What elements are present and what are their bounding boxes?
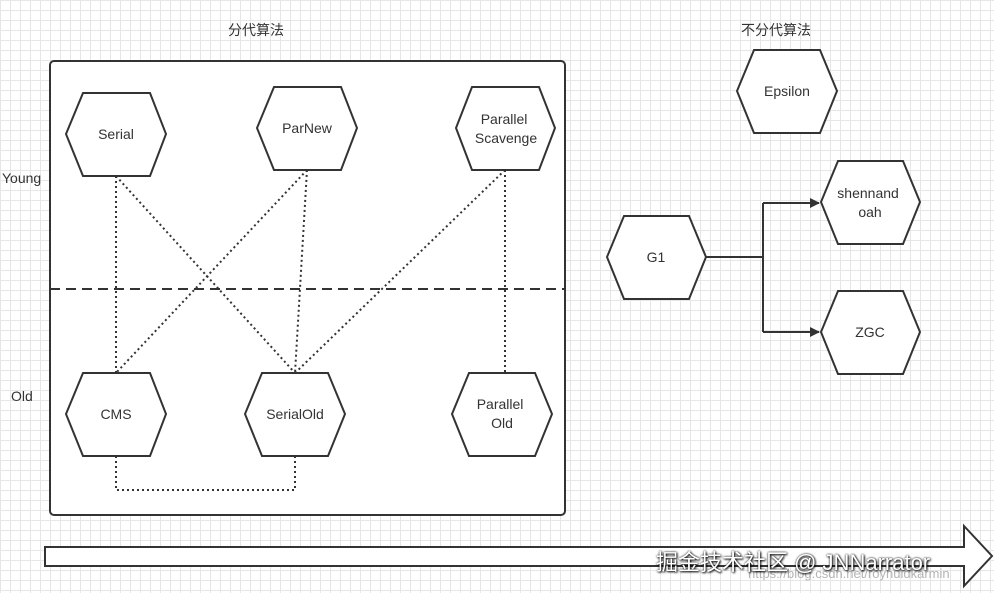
- watermark-subtext: https://blog.csdn.net/royhuidkarmin: [748, 566, 950, 581]
- parallel-scavenge-label-line1: Parallel: [481, 111, 528, 127]
- svg-text:CMS: CMS: [100, 406, 131, 422]
- link-serial-serialold: [115, 175, 296, 374]
- svg-text:G1: G1: [647, 249, 666, 265]
- svg-text:Serial: Serial: [98, 126, 134, 142]
- cms-label: CMS: [100, 406, 131, 422]
- link-parnew-cms: [115, 169, 308, 374]
- svg-text:Epsilon: Epsilon: [764, 83, 810, 99]
- epsilon-node: [735, 49, 839, 134]
- zgc-node: [819, 290, 922, 375]
- serial-old-label: SerialOld: [266, 406, 324, 422]
- link-cms-serialold-fallback: [115, 456, 296, 491]
- link-parnew-serialold: [294, 169, 308, 374]
- svg-text:ParNew: ParNew: [282, 120, 333, 136]
- parallel-old-node: [450, 372, 554, 457]
- parallel-scavenge-node: [454, 86, 557, 171]
- parnew-node: [255, 86, 359, 171]
- generational-title: 分代算法: [228, 22, 284, 38]
- zgc-label: ZGC: [855, 324, 885, 340]
- cms-node: [64, 372, 168, 457]
- parnew-label: ParNew: [282, 120, 333, 136]
- serial-node: [64, 92, 168, 177]
- svg-text:Parallel Scavenge: Parallel Scavenge: [475, 111, 537, 146]
- serial-label: Serial: [98, 126, 134, 142]
- serial-old-node: [243, 372, 347, 457]
- svg-text:Parallel Old: Parallel Old: [477, 396, 528, 431]
- watermark-text: 掘金技术社区 @ JNNarrator: [656, 550, 931, 575]
- epsilon-label: Epsilon: [764, 83, 810, 99]
- link-parallelscavenge-serialold: [294, 169, 506, 374]
- old-region-label: Old: [11, 388, 33, 404]
- shenandoah-label-line1: shennand: [837, 185, 899, 201]
- timeline-arrow: [44, 523, 994, 589]
- svg-text:SerialOld: SerialOld: [266, 406, 324, 422]
- young-region-label: Young: [2, 170, 42, 186]
- parallel-old-label-line1: Parallel: [477, 396, 524, 412]
- shenandoah-node: [819, 160, 922, 245]
- svg-text:shennand oah: shennand oah: [837, 185, 902, 220]
- parallel-old-label-line2: Old: [491, 415, 513, 431]
- parallel-scavenge-label-line2: Scavenge: [475, 130, 537, 146]
- svg-text:ZGC: ZGC: [855, 324, 885, 340]
- non-generational-title: 不分代算法: [741, 22, 811, 38]
- shenandoah-label-line2: oah: [858, 204, 881, 220]
- g1-label: G1: [647, 249, 666, 265]
